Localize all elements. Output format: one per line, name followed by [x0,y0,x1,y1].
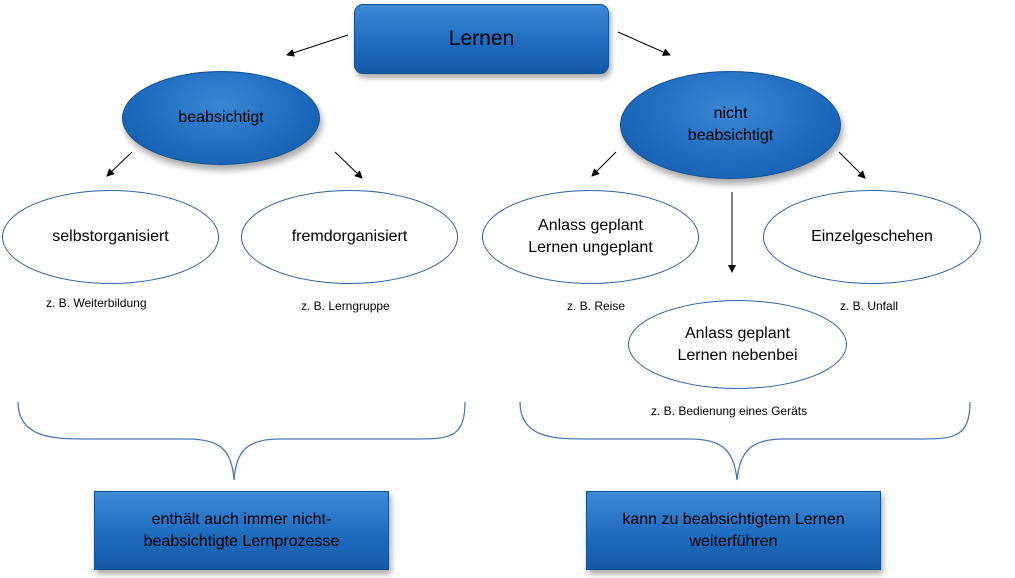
root-label: Lernen [448,27,515,50]
summary-left-line-1: enthält auch immer nicht- [151,510,332,528]
example-weiterbildung: z. B. Weiterbildung [46,296,147,310]
arrow-to-einzelgeschehen [838,151,866,179]
node-beabsichtigt: beabsichtigt [122,71,320,165]
node-anlass-geplant-lernen-ungeplant: Anlass geplant Lernen ungeplant [482,190,699,284]
example-unfall: z. B. Unfall [840,299,899,313]
node-anlass-ungeplant-line-1: Anlass geplant [538,217,643,234]
node-anlass-nebenbei-line-1: Anlass geplant [685,324,790,342]
example-lerngruppe: z. B. Lerngruppe [301,299,390,313]
summary-box-right: kann zu beabsichtigtem Lernen weiterführ… [586,491,881,570]
arrow-to-anlass-ungeplant [591,151,617,177]
node-selbstorganisiert: selbstorganisiert [2,190,219,284]
node-nicht-beabsichtigt-line-1: nicht [713,105,748,122]
node-anlass-nebenbei-line-2: Lernen nebenbei [677,346,798,364]
node-einzelgeschehen-label: Einzelgeschehen [811,228,933,245]
node-fremdorganisiert: fremdorganisiert [241,190,458,284]
summary-left-line-2: beabsichtigte Lernprozesse [143,532,340,550]
node-fremdorganisiert-label: fremdorganisiert [291,228,408,245]
summary-right-line-1: kann zu beabsichtigtem Lernen [622,510,845,528]
root-node-lernen: Lernen [354,4,609,74]
node-nicht-beabsichtigt: nicht beabsichtigt [620,71,841,179]
node-selbstorganisiert-label: selbstorganisiert [52,228,169,245]
node-beabsichtigt-label: beabsichtigt [178,109,264,126]
example-reise: z. B. Reise [567,299,626,313]
arrow-root-to-beabsichtigt [286,34,349,57]
brace-left [17,401,466,481]
node-einzelgeschehen: Einzelgeschehen [763,190,981,284]
brace-right [519,401,971,481]
node-nicht-beabsichtigt-line-2: beabsichtigt [687,127,774,144]
arrow-root-to-nicht-beabsichtigt [617,31,671,56]
summary-box-left: enthält auch immer nicht- beabsichtigte … [94,491,389,570]
summary-right-line-2: weiterführen [689,532,778,550]
arrow-to-fremdorganisiert [334,151,363,179]
node-anlass-ungeplant-line-2: Lernen ungeplant [528,239,653,256]
example-bedienung-geraet: z. B. Bedienung eines Geräts [651,404,808,418]
arrow-to-selbstorganisiert [106,151,133,177]
node-anlass-geplant-lernen-nebenbei: Anlass geplant Lernen nebenbei [628,300,847,389]
